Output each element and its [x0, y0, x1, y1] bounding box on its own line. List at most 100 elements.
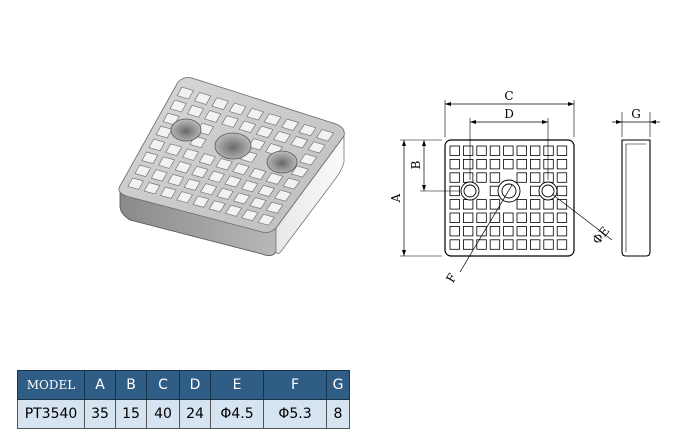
iso-grid-cell [208, 200, 226, 213]
plan-grid-cell [489, 225, 501, 237]
plan-grid-cell [516, 225, 527, 237]
iso-grid-cell [263, 113, 282, 126]
plan-grid-cell [530, 158, 541, 170]
plan-grid-cell [516, 172, 527, 183]
col-header-f: F [263, 370, 327, 400]
iso-grid-cell [241, 209, 259, 222]
plan-grid-cell [516, 212, 527, 223]
iso-grid-cell [274, 189, 292, 202]
iso-grid-cell [216, 187, 234, 200]
label-c: C [504, 89, 513, 103]
plan-grid-cell [476, 212, 487, 223]
cell-e: Φ4.5 [210, 399, 264, 429]
plan-grid-cell [556, 212, 568, 223]
plan-grid-cell [476, 225, 487, 237]
iso-grid-cell [198, 153, 216, 166]
plan-grid-cell [543, 239, 554, 250]
spec-header-row: MODEL A B C D E F G [17, 370, 350, 400]
iso-grid-cell [191, 165, 209, 179]
label-b: B [409, 160, 423, 169]
plan-grid-cell [556, 158, 568, 170]
iso-grid-cell [194, 91, 212, 105]
plan-view [400, 100, 613, 273]
iso-grid-cell [315, 129, 335, 142]
plan-grid-cell [516, 239, 527, 250]
cell-a: 35 [84, 399, 116, 429]
plan-grid-cell [556, 185, 568, 197]
isometric-holes [170, 118, 298, 174]
iso-grid-cell [257, 184, 276, 197]
iso-grid-cell [167, 173, 185, 187]
plan-grid-cell [476, 199, 487, 210]
iso-grid-cell [298, 123, 317, 137]
plan-grid-cell [489, 199, 501, 210]
label-e: ΦE [590, 224, 613, 247]
plan-grid-cell [530, 145, 541, 156]
plan-grid-cell [543, 158, 554, 170]
plan-grid-cell [503, 145, 514, 156]
plan-grid-cell [556, 199, 568, 210]
cell-c: 40 [146, 399, 180, 429]
iso-grid-cell [282, 177, 301, 190]
plan-hole-center [497, 179, 521, 203]
isometric-grid-cells [127, 86, 335, 226]
plan-grid-cell [543, 145, 554, 156]
side-outline [621, 139, 651, 257]
iso-grid-cell [265, 172, 284, 185]
plan-grid-cell [462, 145, 474, 156]
plan-grid-cell [503, 158, 514, 170]
iso-grid-cell [248, 167, 267, 181]
plan-grid-cells [449, 145, 568, 250]
col-header-a: A [84, 370, 116, 400]
plan-grid-cell [556, 239, 568, 250]
iso-grid-cell [200, 183, 218, 196]
iso-grid-cell [155, 125, 173, 139]
plan-grid-cell [476, 172, 487, 183]
plan-grid-cell [489, 145, 501, 156]
plan-grid-cell [489, 239, 501, 250]
iso-grid-cell [186, 104, 205, 118]
iso-grid-cell [176, 86, 194, 100]
plan-grid-cell [530, 172, 541, 183]
plan-grid-cell [449, 145, 460, 156]
plan-grid-cell [462, 158, 474, 170]
label-g: G [631, 107, 641, 121]
iso-hole-left [170, 118, 202, 142]
cell-model: PT3540 [17, 399, 85, 429]
iso-grid-cell [299, 153, 318, 166]
plan-grid-cell [530, 199, 541, 210]
iso-grid-cell [192, 195, 210, 208]
iso-grid-cell [215, 158, 233, 171]
plan-grid-cell [489, 212, 501, 223]
iso-grid-cell [183, 178, 201, 191]
iso-grid-cell [176, 191, 194, 204]
iso-grid-cell [246, 107, 265, 121]
spec-table: MODEL A B C D E F G PT3540 35 15 40 24 Φ… [17, 370, 350, 429]
plan-grid-cell [489, 158, 501, 170]
iso-grid-cell [150, 169, 168, 182]
iso-grid-cell [290, 165, 309, 178]
plan-grid-cell [462, 225, 474, 237]
plan-grid-cell [462, 239, 474, 250]
iso-grid-cell [255, 125, 274, 139]
iso-grid-cell [181, 148, 200, 161]
iso-grid-cell [148, 138, 166, 152]
iso-grid-cell [159, 186, 177, 199]
iso-hole-right [266, 150, 298, 174]
plan-grid-cell [449, 199, 460, 210]
iso-grid-cell [290, 136, 309, 149]
cell-g: 8 [326, 399, 350, 429]
iso-grid-cell [143, 182, 161, 195]
iso-grid-cell [204, 110, 222, 123]
iso-grid-cell [127, 177, 144, 190]
col-header-c: C [146, 370, 180, 400]
side-view [612, 112, 660, 257]
label-a: A [389, 193, 403, 203]
iso-grid-cell [238, 120, 257, 134]
iso-grid-cell [228, 102, 247, 116]
plan-grid-cell [476, 145, 487, 156]
iso-grid-cell [224, 175, 242, 188]
plan-grid-cell [530, 239, 541, 250]
plan-grid-cell [530, 212, 541, 223]
label-f: F [443, 271, 459, 285]
